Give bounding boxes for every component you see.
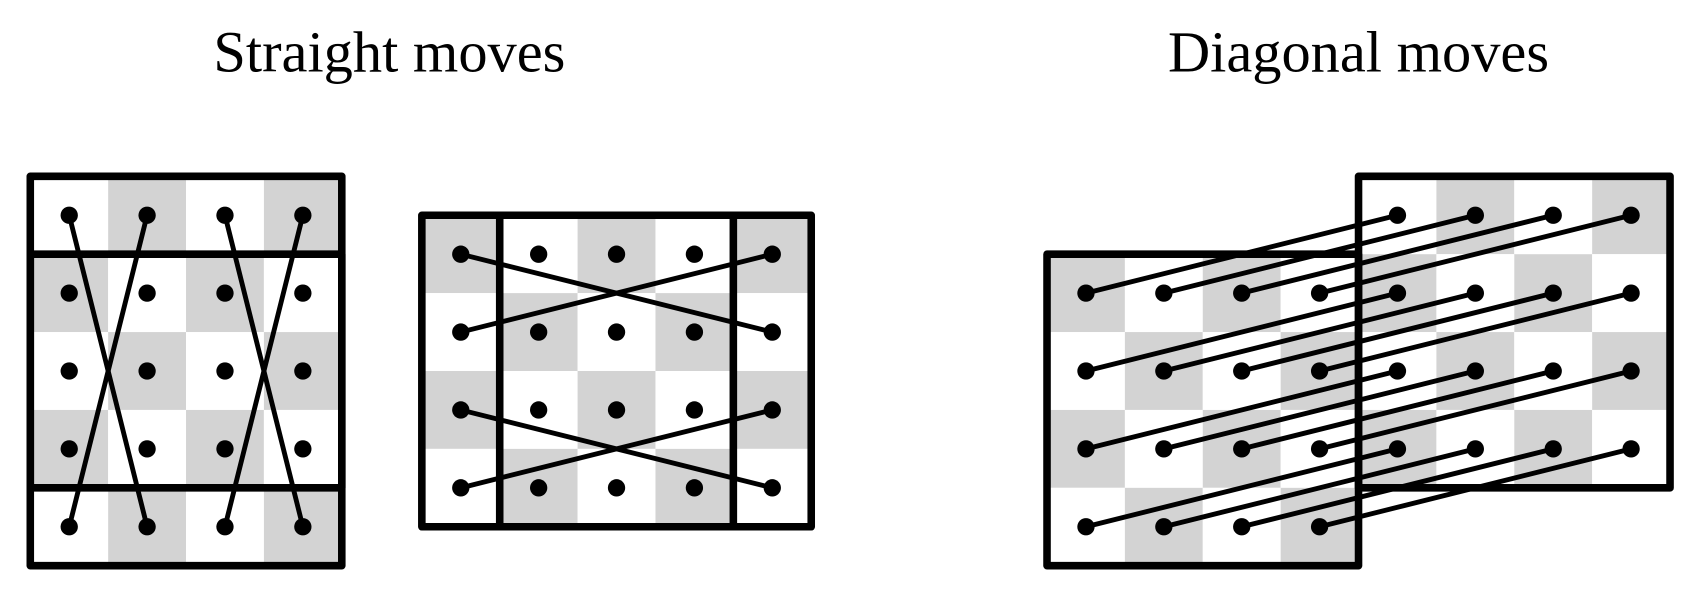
diagonal-right-board-dot: [1622, 362, 1640, 380]
diagonal-left-board-dot: [1233, 440, 1251, 458]
straight-move-line: [458, 407, 775, 491]
diagonal-left-board-dot: [1155, 284, 1173, 302]
vertical-board-dot: [294, 518, 312, 536]
diagonal-move-line: [1161, 290, 1478, 374]
horizontal-board-dot: [530, 401, 548, 419]
diagonal-left-board-dot: [1233, 284, 1251, 302]
diagonal-left-board-dot: [1155, 518, 1173, 536]
straight-moves-title: Straight moves: [213, 19, 565, 84]
diagonal-move-line: [1317, 446, 1634, 530]
horizontal-board-dot: [763, 401, 781, 419]
diagonal-right-board-dot: [1466, 284, 1484, 302]
vertical-board-dot: [294, 284, 312, 302]
diagonal-left-board-dot: [1233, 362, 1251, 380]
diagonal-right-board-dot: [1466, 362, 1484, 380]
horizontal-board-dot: [763, 245, 781, 263]
diagonal-right-board-dot: [1466, 440, 1484, 458]
diagonal-move-line: [1239, 368, 1556, 452]
diagonal-right-board-dot: [1544, 362, 1562, 380]
vertical-board-inner-frame: [26, 250, 346, 492]
horizontal-board-dot: [685, 245, 704, 263]
horizontal-board-dot: [530, 323, 548, 341]
diagonal-right-board-dot: [1544, 284, 1562, 302]
diagonal-right-board-dot: [1622, 206, 1640, 224]
horizontal-board-dot: [530, 245, 548, 263]
horizontal-board-dot: [530, 479, 548, 497]
diagonal-right-board-dot: [1622, 284, 1640, 302]
horizontal-board-dot: [685, 479, 704, 497]
horizontal-board-dot: [452, 479, 470, 497]
diagonal-left-board-dot: [1155, 440, 1173, 458]
diagonal-move-line: [1161, 368, 1478, 452]
diagonal-left-board-dot: [1077, 440, 1095, 458]
horizontal-board-dot: [452, 323, 470, 341]
vertical-board-dot: [138, 518, 156, 536]
vertical-board-dot: [294, 362, 312, 380]
horizontal-board-dot: [607, 245, 626, 263]
diagonal-left-board-dot: [1077, 284, 1095, 302]
horizontal-board-inner-frame: [495, 211, 738, 531]
straight-move-line: [458, 251, 775, 335]
diagonal-move-line: [1317, 212, 1634, 296]
diagonal-right-board-dot: [1388, 362, 1407, 380]
horizontal-board-dot: [607, 323, 626, 341]
diagonal-left-board-dot: [1310, 284, 1329, 302]
horizontal-board-dot: [607, 401, 626, 419]
diagonal-move-line: [1317, 368, 1634, 452]
vertical-board-dot: [60, 362, 78, 380]
vertical-board-dot: [294, 206, 312, 224]
diagonal-move-line: [1083, 212, 1400, 296]
diagonal-moves-title: Diagonal moves: [1168, 19, 1549, 84]
diagonal-move-line: [1161, 212, 1478, 296]
diagonal-move-line: [1083, 446, 1400, 530]
vertical-board-dot: [60, 284, 78, 302]
vertical-board-dot: [138, 440, 156, 458]
diagonal-move-line: [1317, 290, 1634, 374]
horizontal-board-dot: [763, 323, 781, 341]
horizontal-board-dot: [685, 401, 704, 419]
diagonal-right-board-frame: [1354, 172, 1674, 492]
vertical-board-dot: [216, 440, 234, 458]
horizontal-board-dot: [685, 323, 704, 341]
diagonal-left-board-dot: [1310, 440, 1329, 458]
vertical-board-dot: [138, 284, 156, 302]
diagonal-right-board-dot: [1622, 440, 1640, 458]
diagonal-move-line: [1239, 290, 1556, 374]
diagonal-left-board-dot: [1310, 518, 1329, 536]
diagonal-left-board-dot: [1077, 518, 1095, 536]
horizontal-board-dot: [452, 245, 470, 263]
diagonal-right-board-dot: [1388, 284, 1407, 302]
vertical-board-dot: [138, 362, 156, 380]
diagonal-right-board-dot: [1388, 206, 1407, 224]
horizontal-board-dot: [763, 479, 781, 497]
vertical-board-dot: [216, 518, 234, 536]
diagonal-left-board-dot: [1077, 362, 1095, 380]
horizontal-board-dot: [452, 401, 470, 419]
diagonal-move-line: [1083, 290, 1400, 374]
diagonal-right-board-dot: [1544, 206, 1562, 224]
vertical-board-dot: [216, 362, 234, 380]
diagonal-right-board-dot: [1388, 440, 1407, 458]
diagonal-left-board-dot: [1233, 518, 1251, 536]
vertical-board-dot: [294, 440, 312, 458]
straight-move-line: [222, 212, 306, 530]
diagonal-left-board-dot: [1155, 362, 1173, 380]
diagonal-right-board-dot: [1466, 206, 1484, 224]
vertical-board-dot: [60, 518, 78, 536]
diagonal-move-line: [1239, 212, 1556, 296]
diagonal-move-line: [1239, 446, 1556, 530]
horizontal-board-dot: [607, 479, 626, 497]
diagonal-move-line: [1083, 368, 1400, 452]
diagonal-right-board-dot: [1544, 440, 1562, 458]
diagonal-left-board-dot: [1310, 362, 1329, 380]
vertical-board-dot: [216, 284, 234, 302]
vertical-board-dot: [60, 206, 78, 224]
vertical-board-dot: [60, 440, 78, 458]
vertical-board-dot: [216, 206, 234, 224]
straight-move-line: [66, 212, 150, 530]
vertical-board-dot: [138, 206, 156, 224]
diagonal-move-line: [1161, 446, 1478, 530]
